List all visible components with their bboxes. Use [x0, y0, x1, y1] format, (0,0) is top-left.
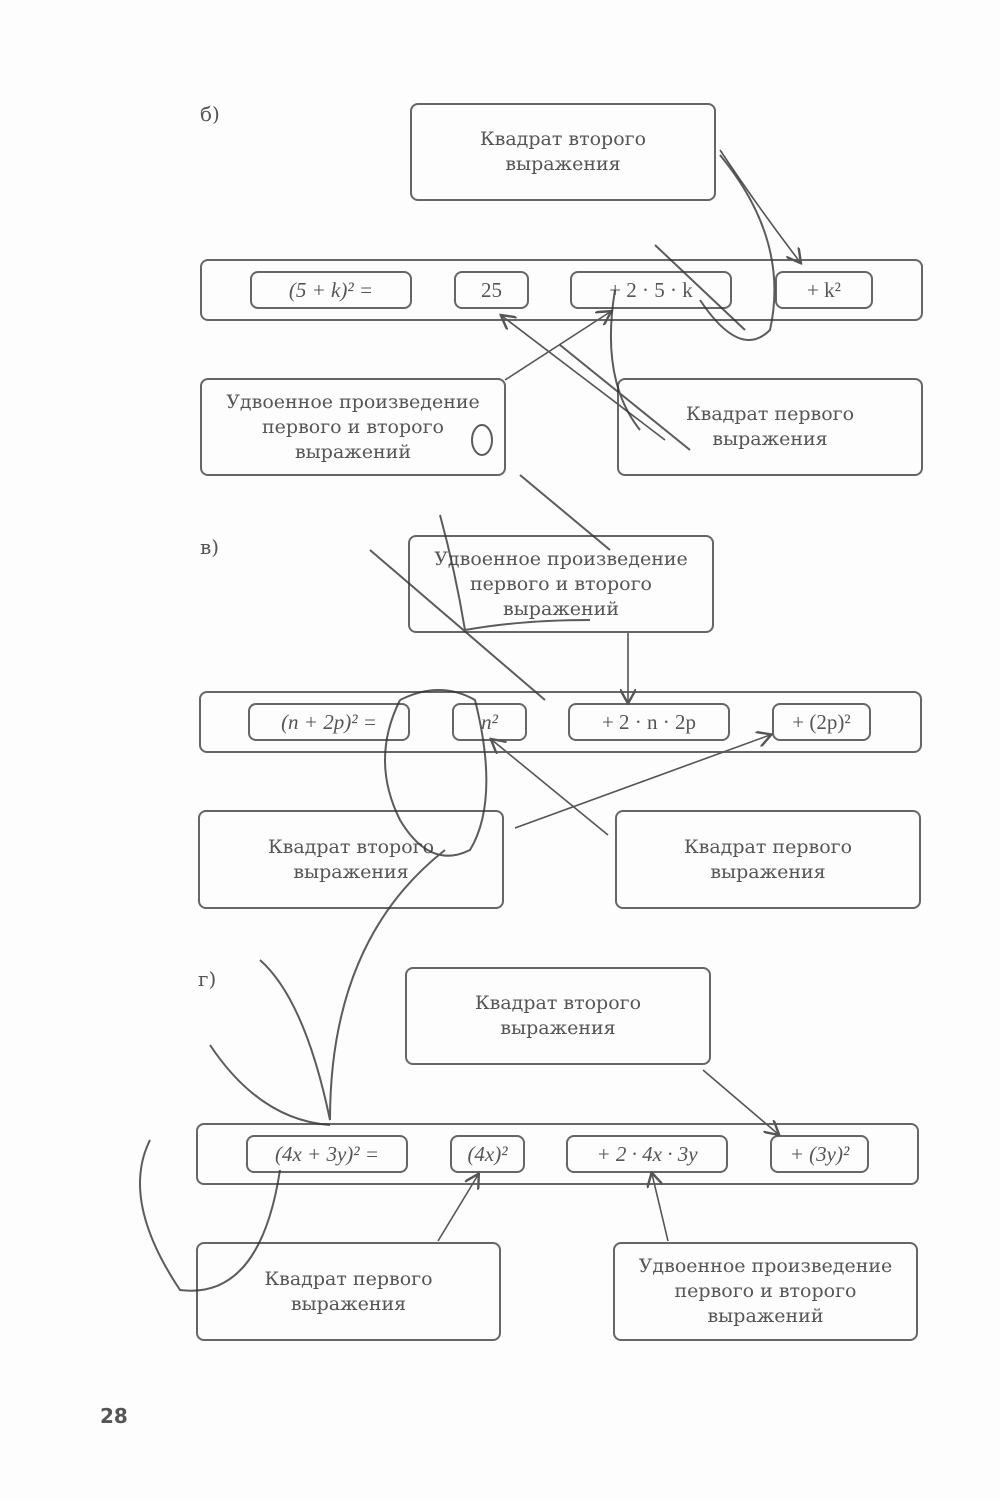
- cell-g-double-product: + 2 · 4x · 3y: [566, 1135, 728, 1173]
- cell-b-lhs: (5 + k)² =: [250, 271, 412, 309]
- cell-v-lhs: (n + 2p)² =: [248, 703, 410, 741]
- arrow-b-2: [504, 312, 610, 381]
- cell-b-first-square: 25: [454, 271, 529, 309]
- bottom-left-box-g: Квадрат первого выражения: [196, 1242, 501, 1341]
- bottom-left-box-v: Квадрат второго выражения: [198, 810, 504, 909]
- section-label-b: б): [200, 102, 220, 126]
- cell-b-double-product: + 2 · 5 · k: [570, 271, 732, 309]
- cell-g-second-square: + (3y)²: [770, 1135, 869, 1173]
- cell-g-first-square: (4x)²: [450, 1135, 525, 1173]
- section-label-g: г): [198, 967, 217, 991]
- arrow-v-3: [492, 740, 609, 836]
- top-box-v: Удвоенное произведение первого и второго…: [408, 535, 714, 633]
- page-number: 28: [100, 1404, 128, 1428]
- top-box-g: Квадрат второго выражения: [405, 967, 711, 1065]
- bottom-right-box-v: Квадрат первого выражения: [615, 810, 921, 909]
- section-label-v: в): [200, 535, 220, 559]
- cell-g-lhs: (4x + 3y)² =: [246, 1135, 408, 1173]
- arrow-b-1: [719, 149, 800, 262]
- cell-v-first-square: n²: [452, 703, 527, 741]
- cell-v-double-product: + 2 · n · 2p: [568, 703, 730, 741]
- cell-b-second-square: + k²: [775, 271, 873, 309]
- bottom-right-box-b: Квадрат первого выражения: [617, 378, 923, 476]
- top-box-b: Квадрат второго выражения: [410, 103, 716, 201]
- pencil-mark: [209, 1044, 331, 1126]
- cell-v-second-square: + (2p)²: [772, 703, 871, 741]
- bottom-left-box-b: Удвоенное произведение первого и второго…: [200, 378, 506, 476]
- bottom-right-box-g: Удвоенное произведение первого и второго…: [613, 1242, 918, 1341]
